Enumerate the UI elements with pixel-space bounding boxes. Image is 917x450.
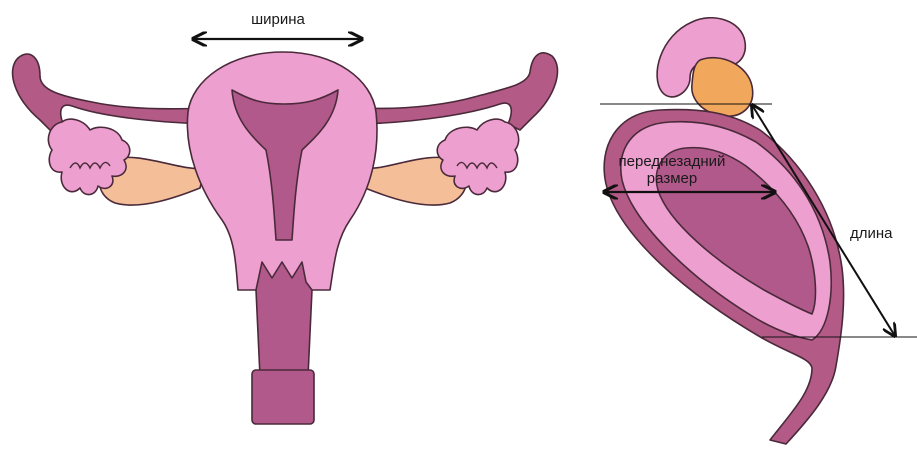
ap-label-line2: размер bbox=[647, 170, 697, 187]
sagittal-view bbox=[604, 18, 843, 444]
ap-label-line1: переднезадний bbox=[619, 153, 726, 170]
vaginal-canal bbox=[252, 370, 314, 424]
frontal-view bbox=[13, 52, 558, 424]
left-fallopian-tube bbox=[13, 54, 205, 132]
width-label: ширина bbox=[251, 11, 305, 28]
right-fallopian-tube bbox=[362, 53, 558, 130]
ovary-lateral bbox=[692, 58, 753, 117]
length-label: длина bbox=[850, 225, 893, 242]
